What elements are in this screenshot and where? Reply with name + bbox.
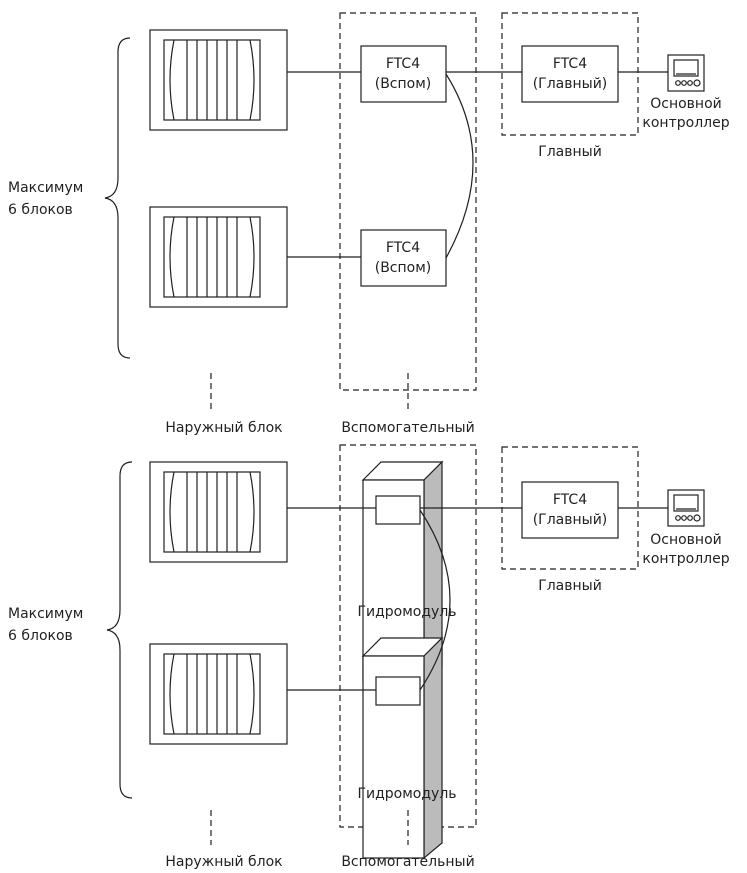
outdoor-unit (149, 29, 288, 131)
hydromodule-controller (375, 495, 421, 525)
hydromodule-label: Гидромодуль (357, 786, 456, 802)
ftc4-main-label-2: (Главный) (533, 76, 608, 92)
ftc4-sub-label-2: (Вспом) (375, 76, 432, 92)
group-brace (106, 461, 133, 799)
hydromodule-controller (375, 676, 421, 706)
connection-curve (419, 509, 451, 691)
ftc4-sub-unit-1: FTC4 (Вспом) (360, 45, 447, 103)
group-brace (104, 37, 131, 359)
outdoor-unit (149, 643, 288, 745)
outdoor-label: Наружный блок (165, 420, 282, 436)
remote-controller-icon (667, 54, 705, 92)
ftc4-sub-unit-2: FTC4 (Вспом) (360, 229, 447, 287)
ftc4-sub-label-1: FTC4 (386, 240, 420, 256)
group-label-line2: 6 блоков (8, 628, 73, 644)
ftc4-sub-label-2: (Вспом) (375, 260, 432, 276)
outdoor-unit (149, 206, 288, 308)
aux-group-box (339, 12, 477, 391)
group-label-line2: 6 блоков (8, 202, 73, 218)
controller-label-1: Основной (650, 96, 722, 112)
ftc4-main-unit: FTC4 (Главный) (521, 45, 619, 103)
ftc4-main-unit: FTC4 (Главный) (521, 481, 619, 539)
connection-curve (445, 73, 474, 259)
ftc4-main-label-2: (Главный) (533, 512, 608, 528)
main-label: Главный (538, 578, 602, 594)
bottom-diagram: Максимум 6 блоков Гидромодуль Гидромодул… (8, 444, 730, 870)
main-group-box (501, 446, 639, 570)
controller-label-2: контроллер (642, 115, 729, 131)
aux-label: Вспомогательный (341, 854, 474, 870)
remote-controller-icon (667, 489, 705, 527)
group-label-line1: Максимум (8, 180, 83, 196)
ftc4-sub-label-1: FTC4 (386, 56, 420, 72)
main-group-box (501, 12, 639, 136)
ftc4-main-label-1: FTC4 (553, 492, 587, 508)
outdoor-label: Наружный блок (165, 854, 282, 870)
hydromodule-unit (362, 637, 443, 859)
group-label-line1: Максимум (8, 606, 83, 622)
aux-label: Вспомогательный (341, 420, 474, 436)
main-label: Главный (538, 144, 602, 160)
controller-label-2: контроллер (642, 551, 729, 567)
top-diagram: Максимум 6 блоков FTC4 (Вспом) FTC4 (Всп… (8, 12, 730, 436)
outdoor-unit (149, 461, 288, 563)
ftc4-main-label-1: FTC4 (553, 56, 587, 72)
controller-label-1: Основной (650, 532, 722, 548)
hydromodule-label: Гидромодуль (357, 604, 456, 620)
